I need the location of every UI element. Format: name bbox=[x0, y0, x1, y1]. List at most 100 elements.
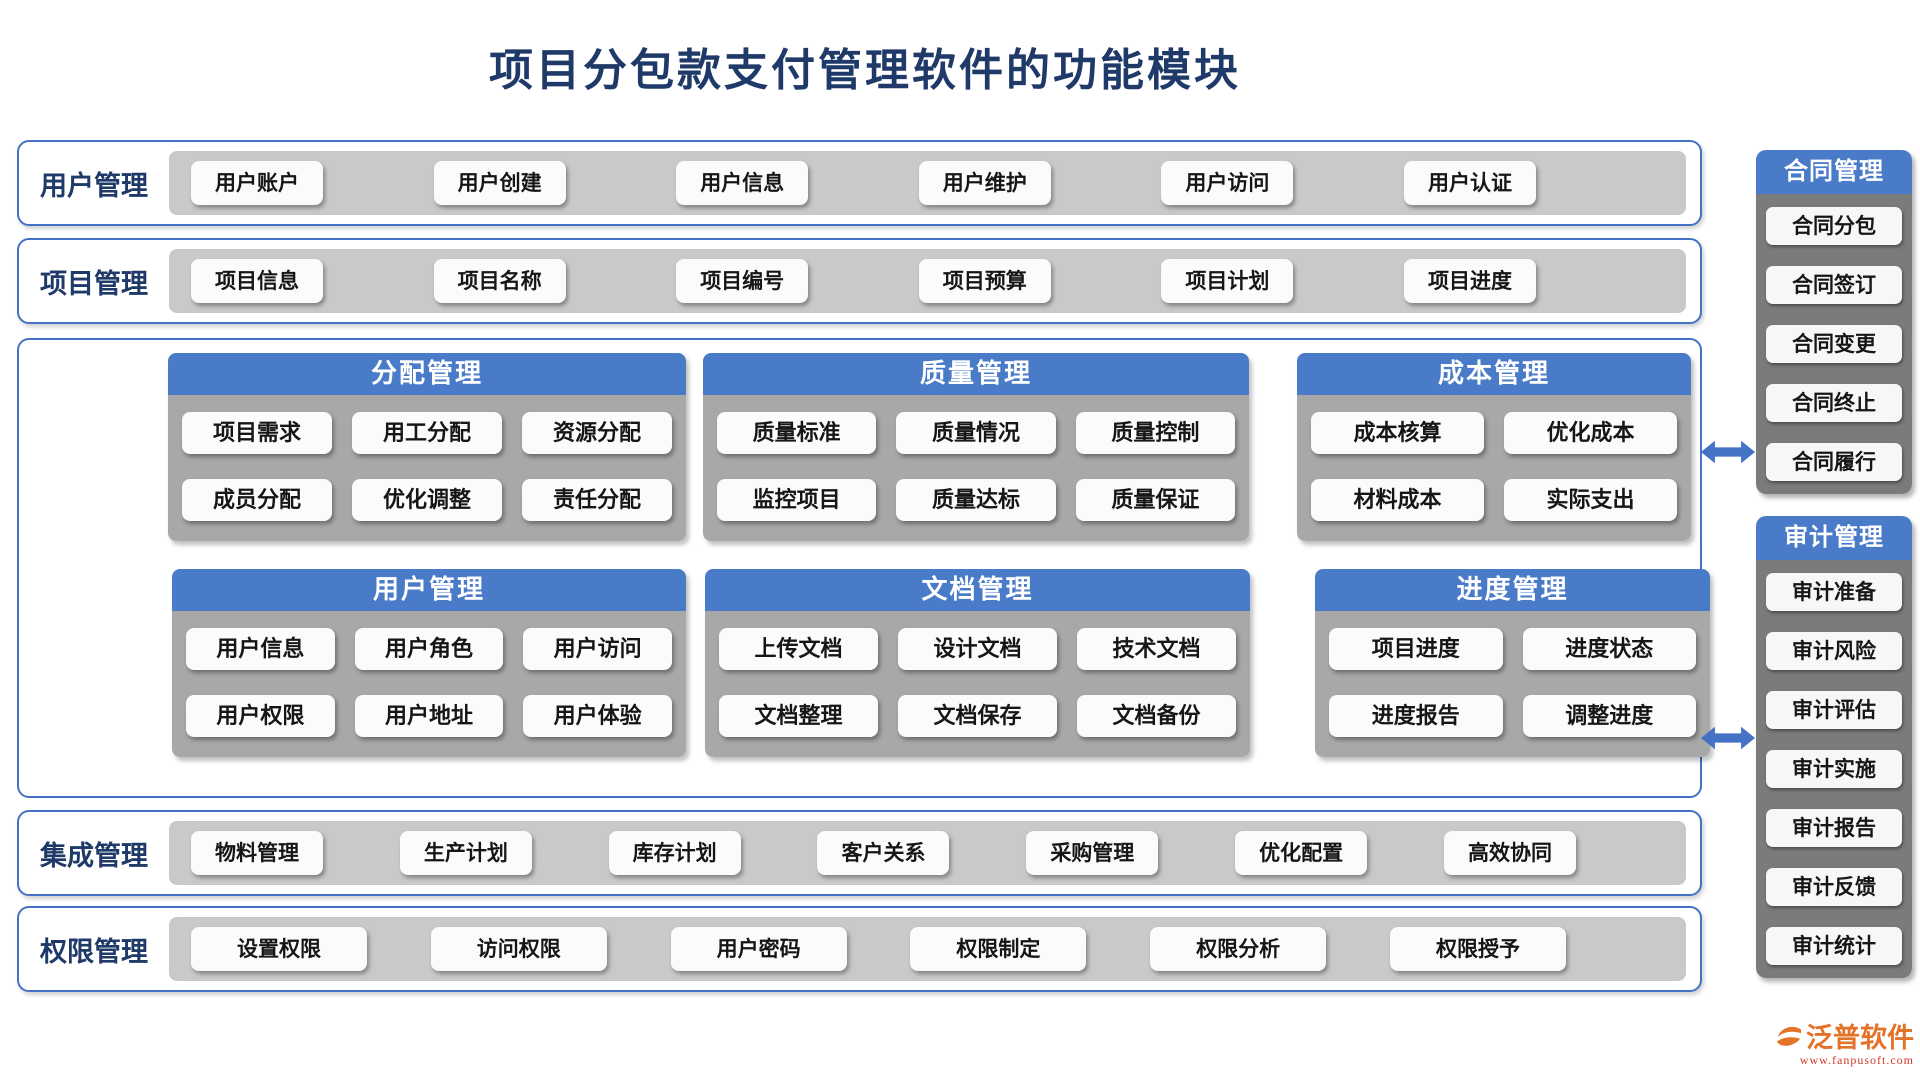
module-chip[interactable]: 调整进度 bbox=[1522, 694, 1696, 737]
module-chip[interactable]: 权限分析 bbox=[1150, 927, 1327, 971]
module-chip[interactable]: 文档备份 bbox=[1077, 694, 1236, 737]
module-chip[interactable]: 用户访问 bbox=[1161, 161, 1294, 205]
module-chip[interactable]: 项目计划 bbox=[1161, 259, 1294, 303]
sidebar-item[interactable]: 审计实施 bbox=[1766, 750, 1902, 788]
band-integration-label: 集成管理 bbox=[40, 840, 148, 871]
module-chip[interactable]: 质量标准 bbox=[717, 412, 877, 454]
panel-progress-title: 进度管理 bbox=[1315, 569, 1710, 611]
band-permission-label: 权限管理 bbox=[40, 936, 148, 967]
sidebar-item[interactable]: 合同履行 bbox=[1766, 443, 1902, 481]
module-chip[interactable]: 成员分配 bbox=[182, 478, 332, 521]
panel-document: 文档管理 上传文档 设计文档 技术文档 文档整理 文档保存 文档备份 bbox=[705, 569, 1250, 757]
module-chip[interactable]: 实际支出 bbox=[1504, 478, 1677, 521]
sidebar-item[interactable]: 合同签订 bbox=[1766, 266, 1902, 304]
fanpu-logo-icon bbox=[1776, 1026, 1802, 1046]
module-chip[interactable]: 用户体验 bbox=[523, 694, 672, 737]
module-chip[interactable]: 生产计划 bbox=[399, 831, 532, 875]
module-chip[interactable]: 访问权限 bbox=[430, 927, 607, 971]
module-chip[interactable]: 质量达标 bbox=[896, 478, 1056, 521]
module-chip[interactable]: 用户信息 bbox=[186, 628, 335, 670]
module-chip[interactable]: 库存计划 bbox=[608, 831, 741, 875]
band-user-tray: 用户账户 用户创建 用户信息 用户维护 用户访问 用户认证 bbox=[169, 151, 1686, 215]
module-chip[interactable]: 用户地址 bbox=[354, 694, 504, 737]
sidebar-item[interactable]: 审计评估 bbox=[1766, 691, 1902, 729]
panel-user2-title: 用户管理 bbox=[172, 569, 686, 611]
panel-quality-title: 质量管理 bbox=[703, 353, 1249, 395]
module-chip[interactable]: 采购管理 bbox=[1026, 831, 1159, 875]
module-chip[interactable]: 物料管理 bbox=[191, 831, 323, 875]
panel-cost-title: 成本管理 bbox=[1297, 353, 1691, 395]
module-chip[interactable]: 用户创建 bbox=[433, 161, 566, 205]
panel-document-body: 上传文档 设计文档 技术文档 文档整理 文档保存 文档备份 bbox=[705, 611, 1250, 757]
module-chip[interactable]: 优化配置 bbox=[1235, 831, 1368, 875]
module-chip[interactable]: 优化成本 bbox=[1504, 412, 1677, 454]
panel-quality: 质量管理 质量标准 质量情况 质量控制 监控项目 质量达标 质量保证 bbox=[703, 353, 1249, 541]
module-chip[interactable]: 项目信息 bbox=[191, 259, 323, 303]
sidebar-audit-body: 审计准备 审计风险 审计评估 审计实施 审计报告 审计反馈 审计统计 bbox=[1756, 560, 1912, 978]
module-chip[interactable]: 用户账户 bbox=[191, 161, 323, 205]
panel-allocation-title: 分配管理 bbox=[168, 353, 686, 395]
module-chip[interactable]: 高效协同 bbox=[1443, 831, 1576, 875]
band-permission-management: 权限管理 设置权限 访问权限 用户密码 权限制定 权限分析 权限授予 bbox=[17, 906, 1702, 992]
module-chip[interactable]: 客户关系 bbox=[817, 831, 950, 875]
module-chip[interactable]: 进度状态 bbox=[1522, 628, 1696, 670]
module-chip[interactable]: 技术文档 bbox=[1077, 628, 1236, 670]
module-chip[interactable]: 监控项目 bbox=[717, 478, 877, 521]
module-chip[interactable]: 项目预算 bbox=[918, 259, 1051, 303]
module-chip[interactable]: 文档整理 bbox=[719, 694, 878, 737]
module-chip[interactable]: 质量情况 bbox=[896, 412, 1056, 454]
module-chip[interactable]: 质量控制 bbox=[1075, 412, 1235, 454]
sidebar-item[interactable]: 审计报告 bbox=[1766, 809, 1902, 847]
sidebar-contract-group: 合同管理 合同分包 合同签订 合同变更 合同终止 合同履行 bbox=[1756, 150, 1912, 494]
module-chip[interactable]: 设计文档 bbox=[898, 628, 1057, 670]
sidebar-contract-title: 合同管理 bbox=[1756, 150, 1912, 194]
module-chip[interactable]: 资源分配 bbox=[522, 412, 672, 454]
module-chip[interactable]: 项目进度 bbox=[1403, 259, 1536, 303]
module-chip[interactable]: 用户维护 bbox=[918, 161, 1051, 205]
module-chip[interactable]: 项目进度 bbox=[1329, 628, 1503, 670]
module-chip[interactable]: 用户访问 bbox=[523, 628, 672, 670]
module-chip[interactable]: 项目名称 bbox=[433, 259, 566, 303]
panel-document-title: 文档管理 bbox=[705, 569, 1250, 611]
module-chip[interactable]: 权限授予 bbox=[1389, 927, 1566, 971]
module-chip[interactable]: 用户角色 bbox=[354, 628, 504, 670]
module-chip[interactable]: 权限制定 bbox=[910, 927, 1087, 971]
logo-name: 泛普软件 bbox=[1806, 1023, 1914, 1053]
module-chip[interactable]: 优化调整 bbox=[352, 478, 502, 521]
sidebar-audit-title: 审计管理 bbox=[1756, 516, 1912, 560]
panel-progress: 进度管理 项目进度 进度状态 进度报告 调整进度 bbox=[1315, 569, 1710, 757]
sidebar-item[interactable]: 合同分包 bbox=[1766, 207, 1902, 245]
module-chip[interactable]: 进度报告 bbox=[1329, 694, 1503, 737]
module-chip[interactable]: 用户认证 bbox=[1403, 161, 1536, 205]
band-integration-management: 集成管理 物料管理 生产计划 库存计划 客户关系 采购管理 优化配置 高效协同 bbox=[17, 810, 1702, 896]
module-chip[interactable]: 项目编号 bbox=[676, 259, 809, 303]
band-project-label: 项目管理 bbox=[40, 268, 148, 299]
module-chip[interactable]: 用户权限 bbox=[186, 694, 335, 737]
sidebar-item[interactable]: 合同终止 bbox=[1766, 384, 1902, 422]
module-chip[interactable]: 设置权限 bbox=[191, 927, 367, 971]
module-chip[interactable]: 用户密码 bbox=[670, 927, 847, 971]
module-chip[interactable]: 责任分配 bbox=[522, 478, 672, 521]
sidebar-item[interactable]: 审计反馈 bbox=[1766, 868, 1902, 906]
module-chip[interactable]: 质量保证 bbox=[1075, 478, 1235, 521]
sidebar-audit-group: 审计管理 审计准备 审计风险 审计评估 审计实施 审计报告 审计反馈 审计统计 bbox=[1756, 516, 1912, 978]
band-permission-tray: 设置权限 访问权限 用户密码 权限制定 权限分析 权限授予 bbox=[169, 917, 1686, 981]
module-chip[interactable]: 用工分配 bbox=[352, 412, 502, 454]
module-chip[interactable]: 项目需求 bbox=[182, 412, 332, 454]
module-chip[interactable]: 成本核算 bbox=[1311, 412, 1484, 454]
logo-url: www.fanpusoft.com bbox=[1799, 1053, 1914, 1067]
band-user-label: 用户管理 bbox=[40, 170, 148, 201]
sidebar-item[interactable]: 审计风险 bbox=[1766, 632, 1902, 670]
module-chip[interactable]: 文档保存 bbox=[898, 694, 1057, 737]
panel-allocation-body: 项目需求 用工分配 资源分配 成员分配 优化调整 责任分配 bbox=[168, 395, 686, 541]
panel-allocation: 分配管理 项目需求 用工分配 资源分配 成员分配 优化调整 责任分配 bbox=[168, 353, 686, 541]
double-arrow-icon bbox=[1700, 726, 1756, 750]
module-chip[interactable]: 材料成本 bbox=[1311, 478, 1484, 521]
sidebar-item[interactable]: 审计准备 bbox=[1766, 573, 1902, 611]
module-chip[interactable]: 用户信息 bbox=[676, 161, 809, 205]
sidebar-item[interactable]: 合同变更 bbox=[1766, 325, 1902, 363]
module-chip[interactable]: 上传文档 bbox=[719, 628, 878, 670]
sidebar-item[interactable]: 审计统计 bbox=[1766, 927, 1902, 965]
band-integration-tray: 物料管理 生产计划 库存计划 客户关系 采购管理 优化配置 高效协同 bbox=[169, 821, 1686, 885]
